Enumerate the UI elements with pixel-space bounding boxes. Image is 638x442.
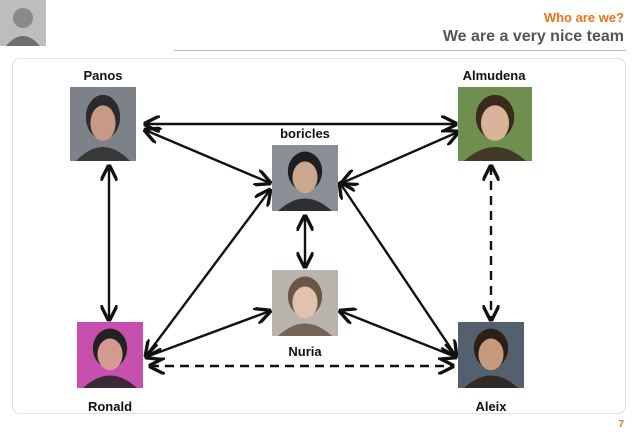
edge-panos-boricles — [145, 130, 270, 183]
person-photo-icon — [272, 270, 338, 336]
node-almudena: Almudena — [458, 68, 532, 161]
person-photo-icon — [0, 0, 46, 46]
section-title: Who are we? — [543, 10, 624, 25]
title-divider — [174, 50, 626, 51]
node-boricles: boricles — [272, 126, 338, 211]
node-label-ronald: Ronald — [88, 399, 132, 414]
node-nuria: Nuria — [272, 270, 338, 359]
slide-title: We are a very nice team — [442, 28, 624, 45]
node-label-almudena: Almudena — [463, 68, 527, 83]
person-photo-icon — [458, 87, 532, 161]
person-photo-icon — [272, 145, 338, 211]
node-panos: Panos — [70, 68, 136, 161]
node-label-panos: Panos — [83, 68, 122, 83]
presenter-avatar — [0, 0, 46, 46]
edge-almudena-boricles — [342, 132, 458, 183]
node-label-boricles: boricles — [280, 126, 330, 141]
person-photo-icon — [458, 322, 524, 388]
node-label-aleix: Aleix — [475, 399, 507, 414]
edge-boricles-aleix — [340, 183, 456, 356]
edges-layer — [109, 124, 491, 366]
person-photo-icon — [70, 87, 136, 161]
edge-nuria-ronald — [146, 311, 270, 357]
edge-boricles-ronald — [146, 190, 270, 356]
node-ronald: Ronald — [77, 322, 143, 414]
page-number: 7 — [618, 419, 624, 430]
person-photo-icon — [77, 322, 143, 388]
node-aleix: Aleix — [458, 322, 524, 414]
edge-nuria-aleix — [340, 311, 456, 357]
node-label-nuria: Nuria — [288, 344, 322, 359]
